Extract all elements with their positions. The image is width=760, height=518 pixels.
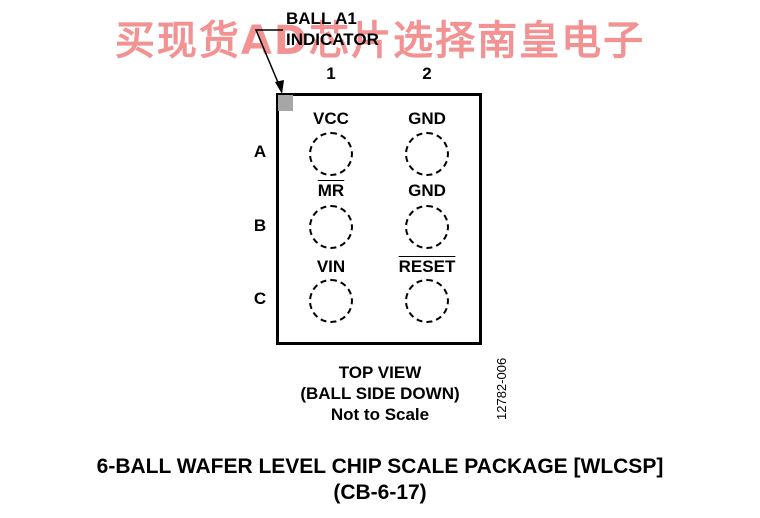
ball-a1	[309, 132, 353, 176]
row-label-a: A	[253, 142, 267, 161]
view-line1: TOP VIEW	[338, 363, 422, 382]
ball-c2	[405, 279, 449, 323]
indicator-line2: INDICATOR	[286, 30, 379, 49]
ball-b1	[309, 205, 353, 249]
pin-label-b2: GND	[408, 181, 446, 200]
column-label-1: 1	[326, 64, 336, 83]
caption-line1: 6-BALL WAFER LEVEL CHIP SCALE PACKAGE [W…	[96, 455, 664, 478]
package-caption: 6-BALL WAFER LEVEL CHIP SCALE PACKAGE [W…	[0, 454, 760, 506]
row-label-b: B	[253, 216, 267, 235]
reference-number: 12782-006	[494, 357, 509, 420]
package-outline	[276, 93, 482, 345]
row-label-c: C	[253, 289, 267, 308]
view-line3: Not to Scale	[330, 405, 430, 424]
view-description: TOP VIEW (BALL SIDE DOWN) Not to Scale	[230, 362, 530, 425]
view-line2: (BALL SIDE DOWN)	[300, 384, 460, 403]
column-label-2: 2	[422, 64, 432, 83]
ball-a1-indicator-label: BALL A1 INDICATOR	[286, 8, 379, 50]
ball-a2	[405, 132, 449, 176]
pin-label-a1: VCC	[313, 109, 349, 128]
pin-label-b1: MR	[317, 181, 345, 200]
pin-label-c1: VIN	[316, 257, 346, 276]
ball-c1	[309, 279, 353, 323]
ball-a1-marker	[278, 95, 293, 111]
caption-line2: (CB-6-17)	[333, 481, 427, 504]
indicator-line1: BALL A1	[286, 9, 357, 28]
ball-b2	[405, 205, 449, 249]
pin-label-c2: RESET	[398, 257, 456, 276]
pin-label-a2: GND	[408, 109, 446, 128]
watermark-text: 买现货AD芯片选择南皇电子	[114, 18, 646, 64]
